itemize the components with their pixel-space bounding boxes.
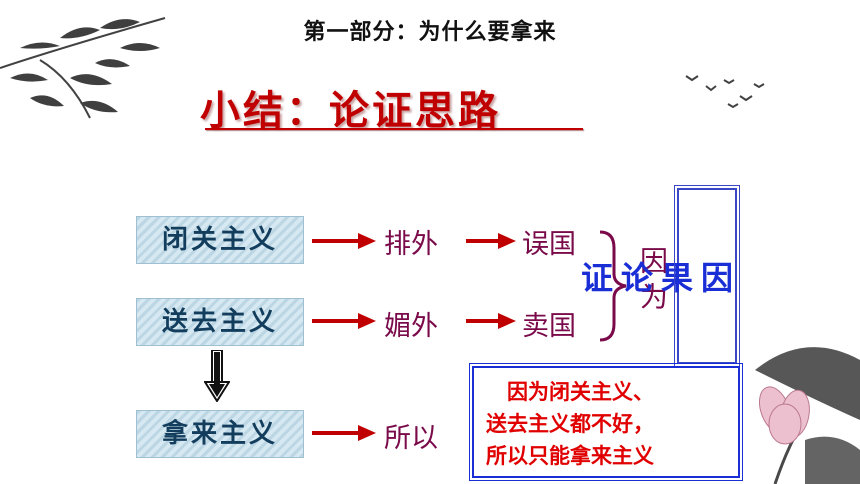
- cause-effect-char: 论: [616, 261, 654, 297]
- title-underline: [205, 128, 583, 130]
- flying-birds-illustration: [685, 75, 765, 109]
- page-title: 小结：论证思路: [200, 87, 501, 134]
- cause-effect-char: 因: [696, 261, 734, 297]
- cause-effect-box: 因 果 论 证: [576, 185, 740, 367]
- step-word: 媚外: [384, 311, 438, 342]
- arrow-right-icon: [466, 313, 516, 329]
- arrow-right-icon: [312, 425, 376, 441]
- arrow-right-icon: [312, 313, 376, 329]
- result-word: 卖国: [522, 311, 576, 342]
- conclusion-box: 因为闭关主义、 送去主义都不好， 所以只能拿来主义: [469, 363, 743, 481]
- section-subtitle: 第一部分：为什么要拿来: [303, 19, 557, 45]
- conclusion-line: 送去主义都不好，: [486, 411, 654, 436]
- bamboo-branch-illustration: [0, 17, 166, 119]
- result-word: 误国: [522, 229, 576, 260]
- term-box-grab: 拿来主义: [136, 410, 304, 458]
- step-word: 排外: [384, 229, 438, 260]
- conclusion-line: 因为闭关主义、: [486, 379, 654, 404]
- term-box-closed-door: 闭关主义: [136, 216, 304, 264]
- arrow-right-icon: [466, 233, 516, 249]
- step-word: 所以: [384, 423, 438, 454]
- arrow-right-icon: [312, 233, 376, 249]
- cause-effect-char: 果: [656, 261, 694, 297]
- conclusion-line: 所以只能拿来主义: [486, 443, 654, 468]
- cause-effect-char: 证: [576, 261, 614, 297]
- lotus-flower-illustration: [755, 347, 860, 484]
- right-brace-icon: [599, 230, 627, 342]
- arrow-down-icon: [204, 350, 230, 402]
- term-box-send-out: 送去主义: [136, 298, 304, 346]
- because-label: 因为: [636, 246, 669, 318]
